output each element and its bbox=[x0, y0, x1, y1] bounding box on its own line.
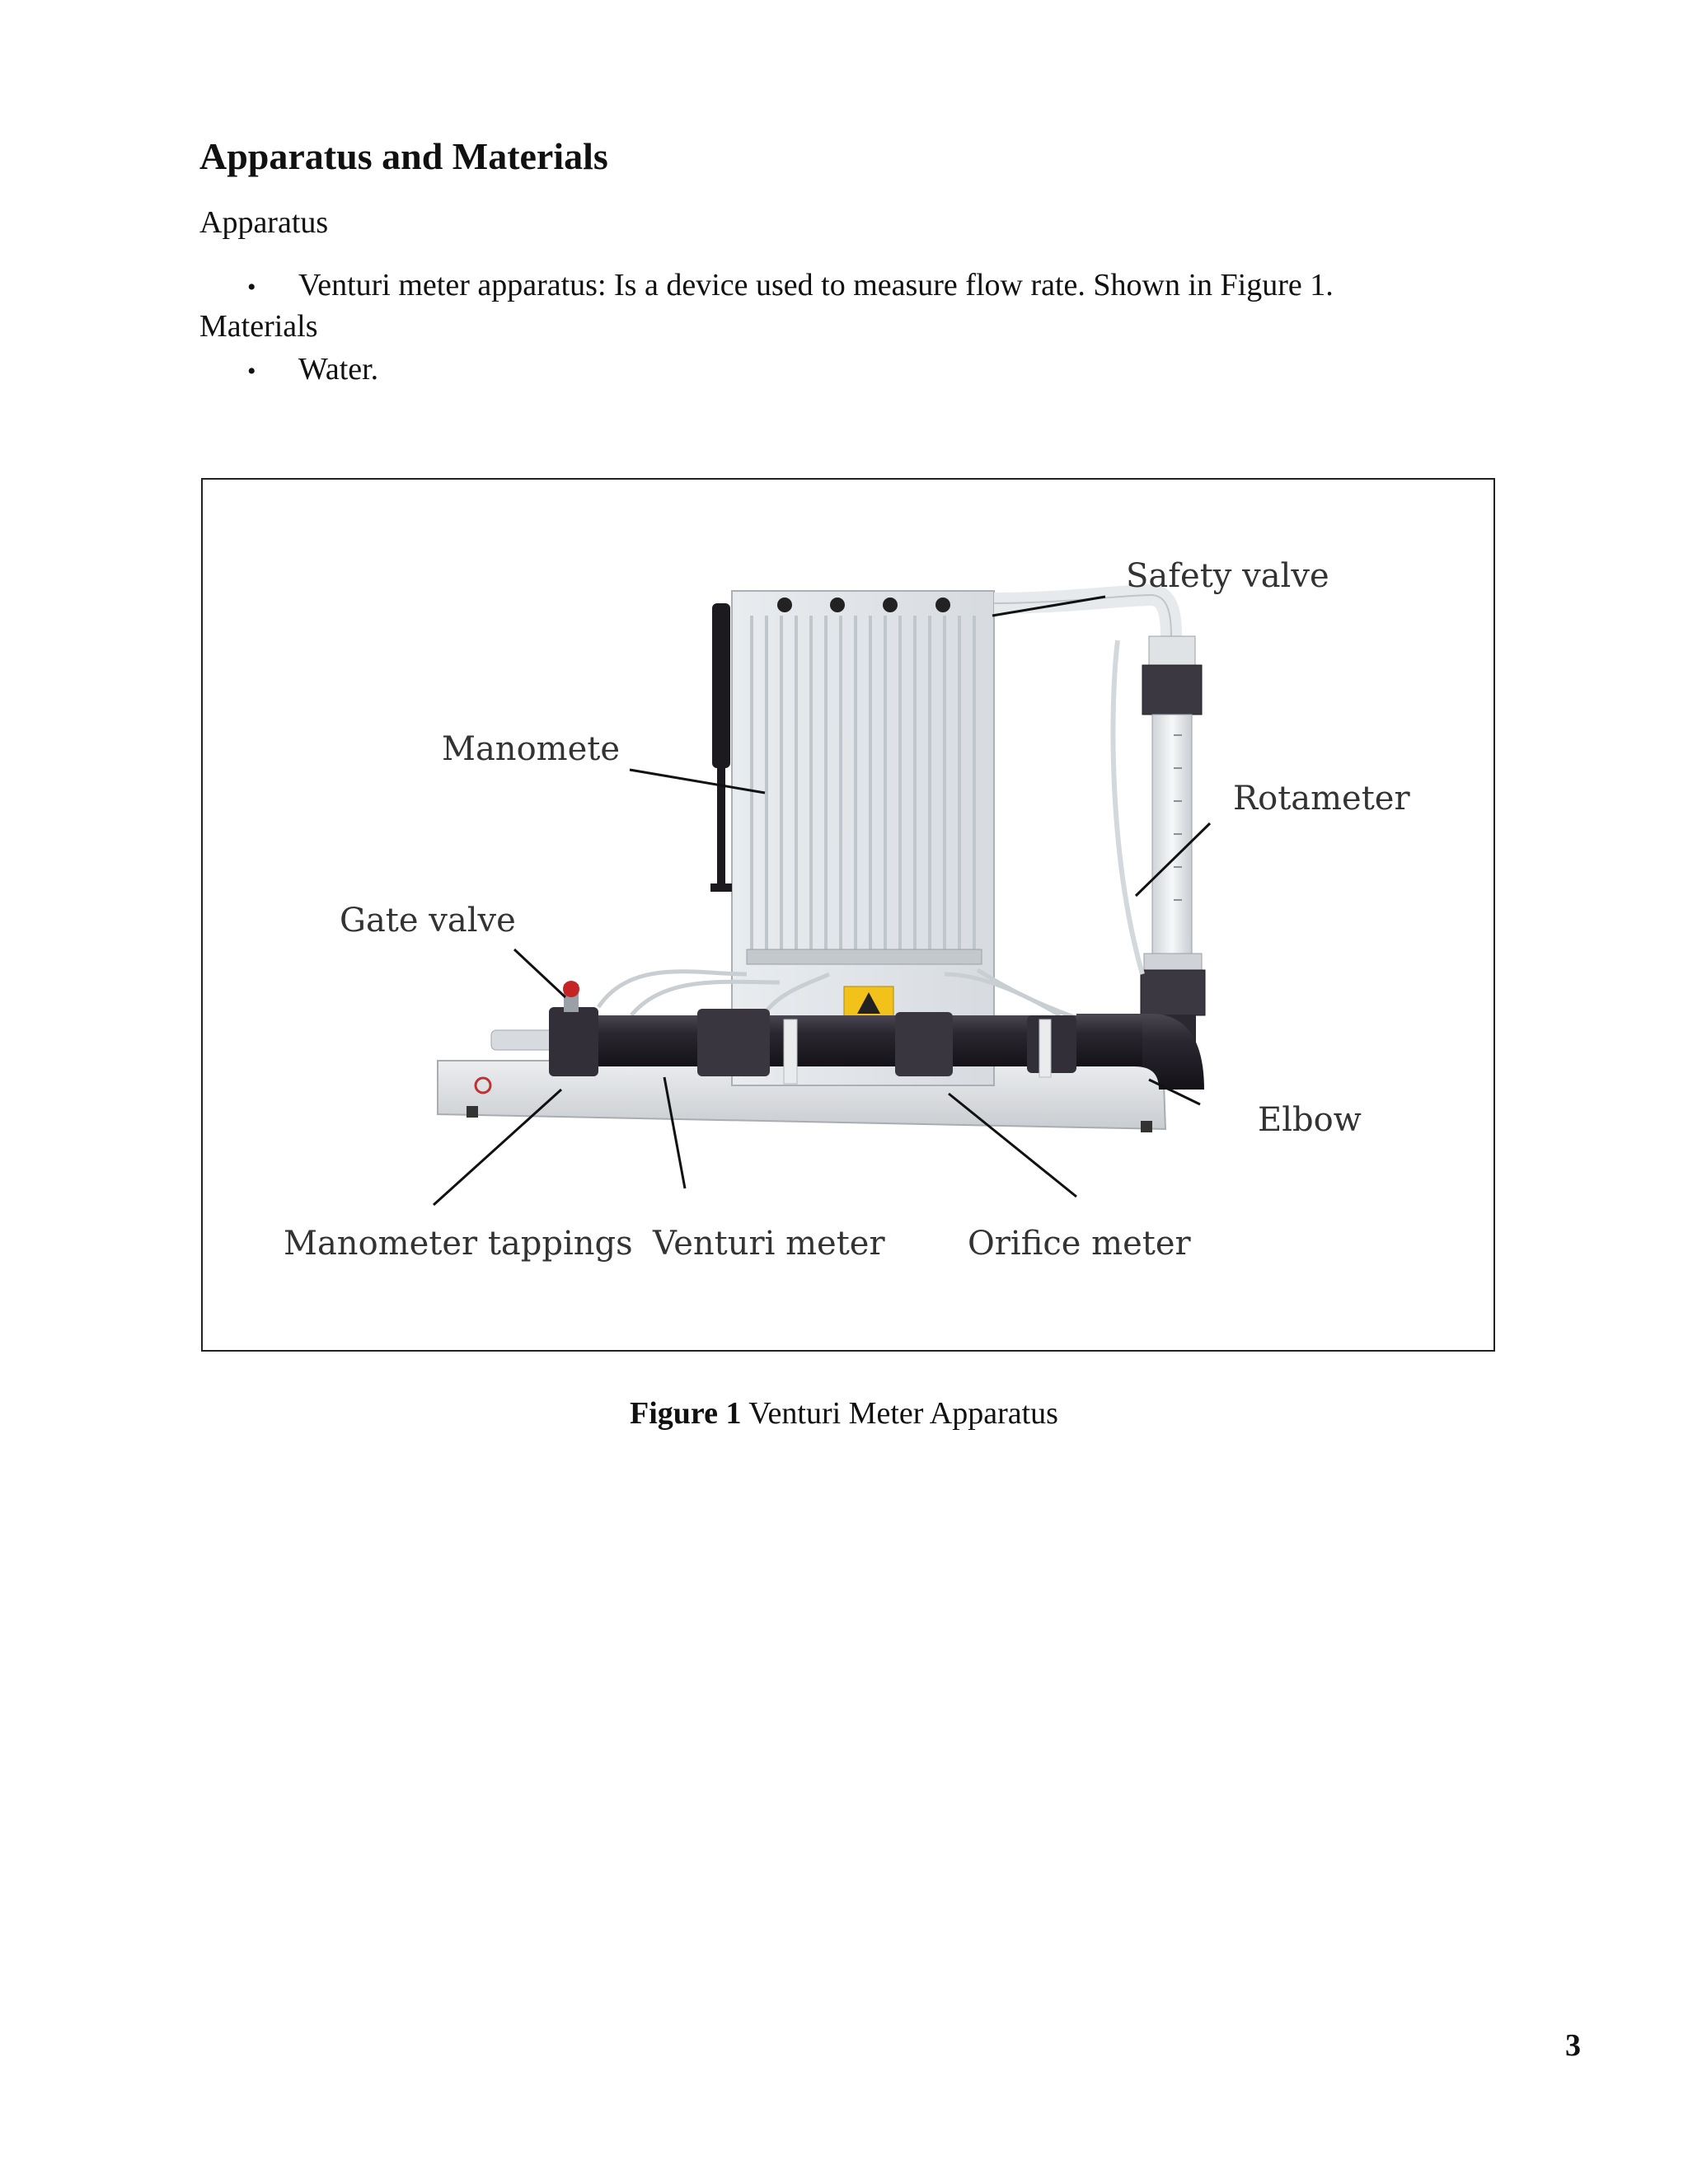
manometer-rod bbox=[710, 603, 732, 892]
label-rotameter: Rotameter bbox=[1233, 780, 1410, 818]
apparatus-item-text: Venturi meter apparatus: Is a device use… bbox=[298, 268, 1334, 302]
label-venturi-meter: Venturi meter bbox=[652, 1225, 885, 1263]
caption-text: Venturi Meter Apparatus bbox=[748, 1396, 1058, 1431]
caption-prefix: Figure 1 bbox=[630, 1396, 742, 1431]
manometer-board bbox=[731, 590, 995, 1086]
main-pipe bbox=[490, 1007, 1142, 1085]
label-manometer-tappings: Manometer tappings bbox=[284, 1225, 633, 1263]
list-item: • Venturi meter apparatus: Is a device u… bbox=[247, 267, 1334, 305]
label-elbow: Elbow bbox=[1258, 1101, 1362, 1139]
bullet-icon: • bbox=[247, 274, 256, 301]
label-manometer: Manomete bbox=[442, 730, 620, 768]
materials-item-text: Water. bbox=[298, 352, 379, 387]
leader-lines bbox=[432, 595, 1212, 1207]
elbow-fitting bbox=[1085, 1015, 1196, 1073]
label-gate-valve: Gate valve bbox=[340, 902, 516, 940]
figure-frame: Safety valve Manomete Rotameter Gate val… bbox=[201, 478, 1495, 1352]
venturi-apparatus-illustration: Safety valve Manomete Rotameter Gate val… bbox=[284, 557, 1410, 1263]
label-safety-valve: Safety valve bbox=[1126, 557, 1329, 595]
section-heading: Apparatus and Materials bbox=[199, 135, 608, 177]
figure-caption: Figure 1 Venturi Meter Apparatus bbox=[0, 1395, 1688, 1433]
apparatus-label: Apparatus bbox=[199, 205, 329, 240]
rotameter-column bbox=[993, 583, 1206, 1016]
list-item: • Water. bbox=[247, 351, 378, 389]
materials-label: Materials bbox=[199, 309, 318, 344]
gate-valve bbox=[563, 981, 579, 1012]
page-number: 3 bbox=[1565, 2028, 1581, 2063]
label-orifice-meter: Orifice meter bbox=[968, 1225, 1192, 1263]
bullet-icon: • bbox=[247, 358, 256, 385]
